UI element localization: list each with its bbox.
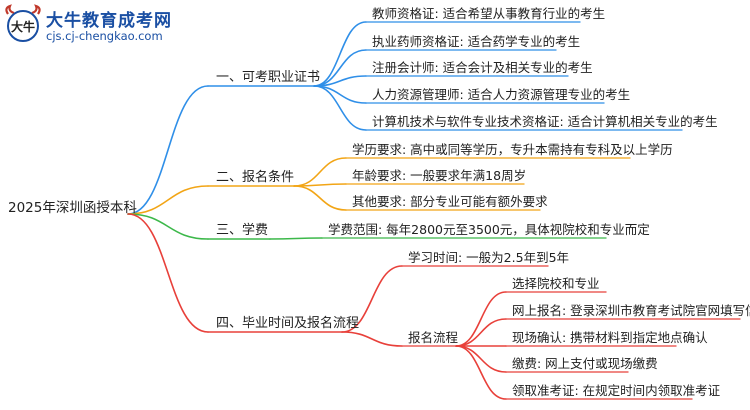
logo-site-name: 大牛教育成考网 [46, 11, 172, 31]
branch-2-item-2[interactable]: 年龄要求: 一般要求年满18周岁 [352, 168, 527, 183]
mindmap-root[interactable]: 2025年深圳函授本科 [8, 200, 137, 216]
branch-4-sub-label[interactable]: 报名流程 [408, 330, 459, 345]
connector-branch-2-item-3 [293, 185, 347, 211]
connector-root-2 [127, 185, 209, 215]
bull-logo-icon: 大牛 [5, 4, 41, 42]
connector-root-1 [127, 85, 209, 215]
branch-1-item-1[interactable]: 教师资格证: 适合希望从事教育行业的考生 [372, 6, 606, 21]
connector-sub-item-4 [455, 345, 507, 373]
sub-item-2[interactable]: 网上报名: 登录深圳市教育考试院官网填写信息 [512, 303, 750, 318]
connector-sub-item-1 [455, 291, 507, 347]
connector-root-3 [127, 213, 209, 240]
branch-2-item-3[interactable]: 其他要求: 部分专业可能有额外要求 [352, 194, 548, 209]
connector-branch-1-item-1 [313, 21, 367, 87]
branch-3-label[interactable]: 三、学费 [216, 223, 269, 238]
connector-branch-4-item-1 [341, 265, 403, 333]
branch-3-item-1[interactable]: 学费范围: 每年2800元至3500元，具体视院校和专业而定 [328, 222, 650, 237]
sub-item-3[interactable]: 现场确认: 携带材料到指定地点确认 [512, 330, 708, 345]
site-logo[interactable]: 大牛 大牛教育成考网 cjs.cj-chengkao.com [2, 4, 192, 50]
connector-sub-item-2 [455, 318, 507, 347]
branch-1-item-4[interactable]: 人力资源管理师: 适合人力资源管理专业的考生 [372, 87, 631, 102]
branch-1-label[interactable]: 一、可考职业证书 [216, 70, 321, 85]
branch-4-label[interactable]: 四、毕业时间及报名流程 [216, 316, 360, 331]
connector-root-4 [127, 213, 209, 333]
branch-1-item-3[interactable]: 注册会计师: 适合会计及相关专业的考生 [372, 60, 593, 75]
branch-2-item-1[interactable]: 学历要求: 高中或同等学历，专升本需持有专科及以上学历 [352, 142, 673, 157]
connector-sub-item-5 [455, 345, 507, 400]
branch-4-item-1[interactable]: 学习时间: 一般为2.5年到5年 [408, 250, 570, 265]
logo-site-url: cjs.cj-chengkao.com [46, 29, 163, 43]
branch-1-item-2[interactable]: 执业药师资格证: 适合药学专业的考生 [372, 34, 581, 49]
sub-item-5[interactable]: 领取准考证: 在规定时间内领取准考证 [512, 383, 721, 398]
connector-branch-2-item-1 [293, 157, 347, 187]
sub-item-4[interactable]: 缴费: 网上支付或现场缴费 [512, 356, 658, 371]
logo-mark-text: 大牛 [11, 19, 35, 34]
branch-1-item-5[interactable]: 计算机技术与软件专业技术资格证: 适合计算机相关专业的考生 [372, 114, 718, 129]
connector-branch-1-item-4 [313, 85, 367, 104]
branch-2-label[interactable]: 二、报名条件 [216, 170, 295, 185]
connector-branch-4-sub [341, 331, 403, 347]
connector-branch-3-item-1 [269, 237, 323, 240]
sub-item-1[interactable]: 选择院校和专业 [512, 276, 600, 291]
connector-branch-1-item-5 [313, 85, 367, 131]
